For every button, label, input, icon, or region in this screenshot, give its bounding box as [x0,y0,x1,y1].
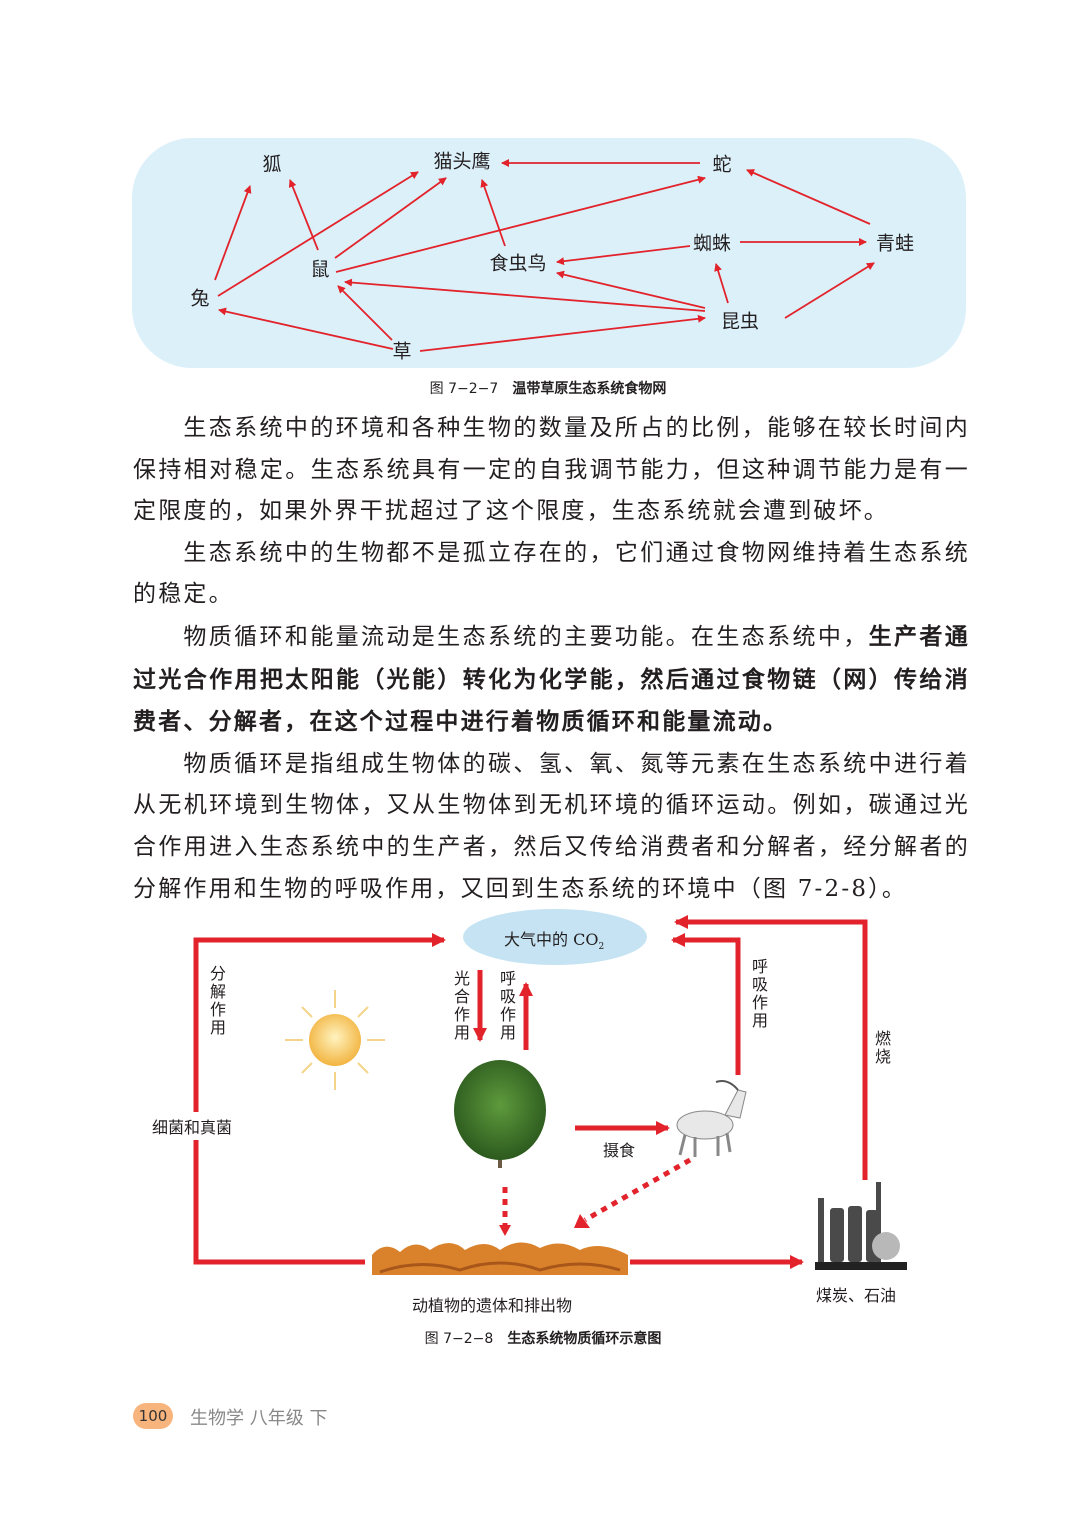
paragraph: 生态系统中的生物都不是孤立存在的，它们通过食物网维持着生态系统的稳定。 [133,539,970,608]
co2-cloud [463,909,647,965]
key-concept-text: 生产者通过光合作用把太阳能（光能）转化为化学能，然后通过食物链（网）传给消费者、… [133,622,970,736]
node-snake: 蛇 [712,153,732,176]
arrow-grass-insect [419,314,706,352]
arrow-mouse-owl [334,177,447,259]
co2-label: 大气中的 CO2 [504,926,604,952]
food-web-panel [132,138,966,368]
book-title-footer: 生物学 八年级 下 [190,1408,328,1429]
arrow-rabbit-owl [217,171,419,297]
paragraph-text: 物质循环和能量流动是生态系统的主要功能。在生态系统中， [183,623,869,650]
factory-icon [815,1182,907,1270]
bacteria-fungi-label: 细菌和真菌 [152,1112,233,1140]
caption-title: 温带草原生态系统食物网 [512,381,667,397]
arrow-mouse-fox [288,179,319,251]
photosynthesis-label: 光合作用 [454,969,471,1042]
node-grass: 草 [392,340,412,363]
arrow-bird-owl [480,179,506,247]
burning-arrow [674,915,868,1180]
arrow-insect-mouse [344,278,706,312]
node-rabbit: 兔 [190,287,210,310]
fossil-fuel-label: 煤炭、石油 [816,1286,897,1305]
decomposition-arrow [193,933,446,1265]
sun-icon [285,990,385,1090]
arrow-frog-snake [746,169,871,225]
node-spider: 蜘蛛 [692,232,732,255]
paragraph: 物质循环和能量流动是生态系统的主要功能。在生态系统中，生产者通过光合作用把太阳能… [133,616,970,744]
body-text: 生态系统中的环境和各种生物的数量及所占的比例，能够在较长时间内保持相对稳定。生态… [133,408,970,910]
arrow-spider-bird [556,245,691,266]
arrow-grass-rabbit [218,307,394,350]
tree-icon [454,1060,546,1168]
paragraph: 生态系统中的环境和各种生物的数量及所占的比例，能够在较长时间内保持相对稳定。生态… [133,415,970,525]
burning-label: 燃烧 [875,1029,892,1066]
arrow-grass-mouse [337,285,393,341]
leaf-litter-icon [372,1242,628,1275]
figure-caption-7-2-7: 图 7−2−7 温带草原生态系统食物网 [430,378,667,398]
animal-remains-dotted-arrow [583,1157,692,1223]
node-fox: 狐 [262,153,282,176]
remains-label: 动植物的遗体和排出物 [412,1296,573,1315]
arrow-insect-spider [714,263,729,304]
page-number-badge: 100 [133,1403,173,1429]
node-owl: 猫头鹰 [433,150,491,173]
arrow-mouse-snake [335,175,706,273]
caption-number: 图 7−2−8 [424,1331,494,1347]
node-insect-bird: 食虫鸟 [489,252,547,275]
arrow-rabbit-fox [214,185,252,281]
animal-respiration-label: 呼吸作用 [752,957,769,1030]
co2-subscript: 2 [598,942,605,953]
caption-number: 图 7−2−7 [429,381,499,397]
arrow-insect-frog [784,262,875,319]
co2-text: 大气中的 CO [504,930,599,949]
node-frog: 青蛙 [875,232,915,255]
arrow-insect-bird [556,270,706,309]
plant-respiration-label: 呼吸作用 [500,969,517,1042]
node-mouse: 鼠 [310,258,330,281]
node-insect: 昆虫 [720,310,760,333]
animal-respiration-arrow [671,933,741,1075]
decomposition-label: 分解作用 [210,964,227,1037]
goat-icon [676,1080,747,1157]
figure-caption-7-2-8: 图 7−2−8 生态系统物质循环示意图 [425,1328,662,1348]
caption-title: 生态系统物质循环示意图 [507,1331,662,1347]
feeding-label: 摄食 [603,1141,636,1160]
paragraph: 物质循环是指组成生物体的碳、氢、氧、氮等元素在生态系统中进行着从无机环境到生物体… [133,750,970,902]
